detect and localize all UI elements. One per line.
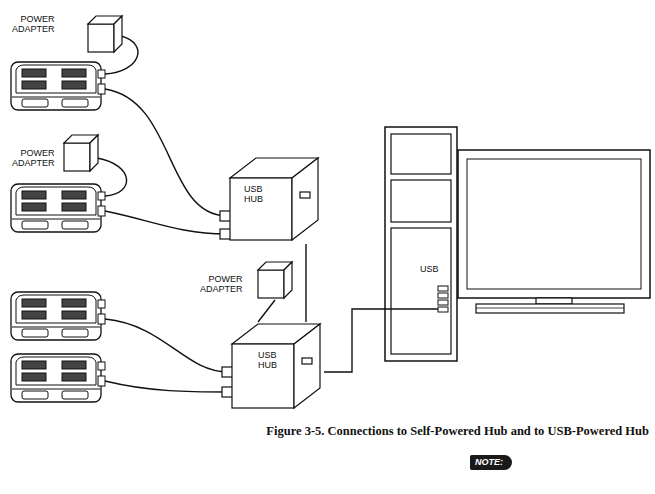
usb-port — [438, 286, 448, 291]
computer-tower: USB — [384, 126, 458, 362]
tower-case — [385, 127, 457, 361]
hub-side — [292, 158, 318, 240]
usb-plug — [220, 211, 234, 221]
adapter-label: POWER ADAPTER — [12, 148, 55, 169]
usb-cable — [384, 308, 438, 309]
usb-cable — [258, 300, 275, 322]
usb-cable — [105, 381, 228, 392]
usb-cable — [105, 319, 228, 372]
monitor-screen — [467, 159, 641, 289]
monitor-frame — [458, 150, 650, 298]
port-label: USB — [420, 264, 439, 274]
figure-caption: Figure 3-5. Connections to Self-Powered … — [266, 424, 649, 439]
monitor-neck — [536, 298, 572, 304]
hub-outline — [226, 156, 322, 244]
monitor — [458, 150, 650, 313]
usb-port — [438, 300, 448, 305]
hub-top — [230, 158, 318, 178]
adapter-front — [88, 24, 114, 52]
adapter-front — [258, 270, 284, 298]
monitor-base-line — [476, 308, 624, 309]
power-cord — [105, 36, 138, 74]
note-badge: NOTE: — [470, 455, 512, 470]
interface-unit — [11, 354, 105, 402]
adapter-label: POWER ADAPTER — [200, 274, 243, 295]
interface-unit — [11, 184, 105, 232]
adapter-side — [90, 135, 98, 171]
hub-front — [230, 178, 292, 240]
adapter-top — [88, 16, 122, 24]
caption-holder: Figure 3-5. Connections to Self-Powered … — [266, 424, 649, 439]
hub-side — [294, 324, 320, 408]
adapter-outline — [12, 10, 124, 54]
monitor-base — [476, 304, 624, 313]
cables — [97, 36, 228, 392]
hub-outline — [228, 322, 324, 412]
adapter-front — [64, 143, 90, 171]
tower-panel — [391, 228, 451, 354]
interface-unit — [11, 292, 105, 340]
usb-cable — [305, 244, 306, 322]
adapter-outline — [12, 132, 100, 174]
usb-cable — [105, 211, 226, 234]
drive-bay — [391, 180, 451, 222]
drive-bay — [391, 134, 451, 174]
hub-front — [232, 344, 294, 408]
hub-top — [232, 324, 320, 344]
usb-cable — [324, 309, 384, 372]
adapter-side — [284, 262, 292, 298]
hub-label: USB HUB — [258, 350, 277, 371]
usb-port — [438, 293, 448, 298]
adapter-side — [114, 16, 122, 52]
usb-port — [438, 307, 448, 312]
usb-plug — [220, 229, 234, 239]
hub-port — [300, 192, 310, 198]
usb-plug — [222, 387, 236, 397]
adapter-label: POWER ADAPTER — [12, 14, 55, 35]
plugs — [220, 211, 236, 397]
power-adapter: POWER ADAPTER — [12, 132, 100, 174]
adapter-outline — [200, 256, 294, 300]
adapter-top — [64, 135, 98, 143]
adapter-top — [258, 262, 292, 270]
usb-hub: USB HUB — [228, 322, 324, 412]
usb-plug — [222, 367, 236, 377]
tower-outline — [384, 126, 458, 362]
hub-port — [302, 358, 312, 364]
usb-hub: USB HUB — [226, 156, 322, 244]
interface-unit — [11, 62, 105, 110]
hub-label: USB HUB — [244, 184, 263, 205]
usb-cable — [105, 89, 226, 216]
power-adapter: POWER ADAPTER — [200, 256, 294, 300]
power-adapter: POWER ADAPTER — [12, 10, 124, 54]
label-holder: NOTE: — [470, 451, 512, 470]
